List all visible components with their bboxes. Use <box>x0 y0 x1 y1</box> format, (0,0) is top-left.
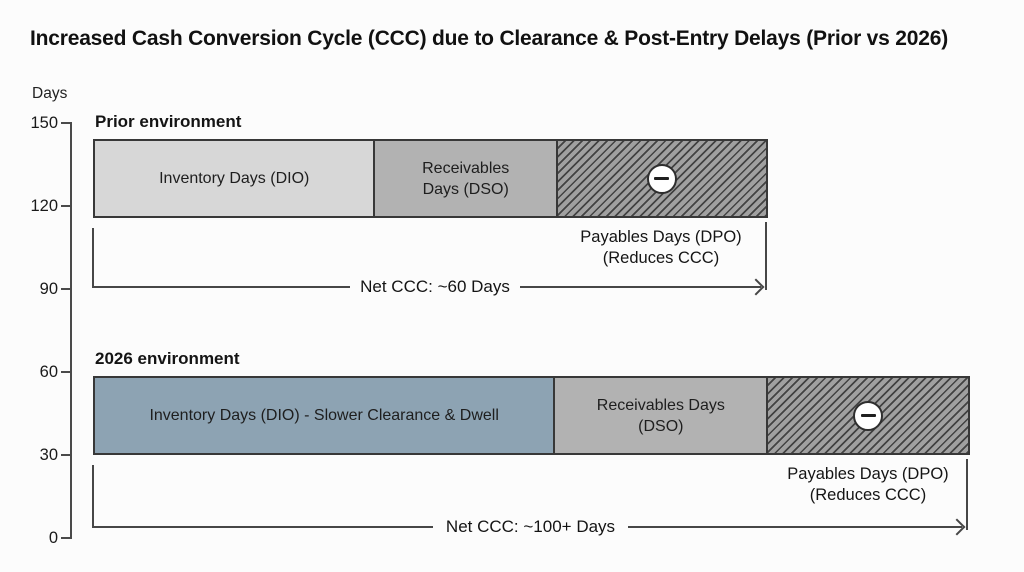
y-tick-label-30: 30 <box>39 446 58 464</box>
env-2026-segment-receivables-dso: Receivables Days (DSO) <box>553 378 767 453</box>
y-tick-label-60: 60 <box>39 363 58 381</box>
env-2026-bracket-right-line <box>966 459 968 530</box>
env-2026-arrowhead-icon <box>948 518 966 536</box>
env-2026-net-ccc-label: Net CCC: ~100+ Days <box>433 516 628 537</box>
minus-icon <box>853 400 884 431</box>
prior-bracket-left-line <box>92 228 94 288</box>
y-tick-mark <box>61 537 71 539</box>
env-2026-heading: 2026 environment <box>95 349 240 368</box>
prior-net-ccc-label: Net CCC: ~60 Days <box>350 276 520 297</box>
minus-icon <box>646 163 677 194</box>
y-tick-label-120: 120 <box>30 197 58 215</box>
prior-segment-inventory-dio: Inventory Days (DIO) <box>95 141 374 216</box>
prior-segment-receivables-dso: Receivables Days (DSO) <box>373 141 556 216</box>
y-tick-label-90: 90 <box>39 280 58 298</box>
env-2026-bracket-left-line <box>92 465 94 528</box>
env-2026-segment-payables-dpo <box>766 378 968 453</box>
env-2026-segment-inventory-dio-label: Inventory Days (DIO) - Slower Clearance … <box>149 407 499 424</box>
prior-environment-heading: Prior environment <box>95 112 242 131</box>
y-tick-label-0: 0 <box>48 529 58 547</box>
prior-environment-bar: Inventory Days (DIO) Receivables Days (D… <box>93 139 768 218</box>
prior-segment-inventory-dio-label: Inventory Days (DIO) <box>159 170 310 187</box>
prior-arrowhead-icon <box>747 278 765 296</box>
y-tick-mark <box>61 454 71 456</box>
prior-payables-label: Payables Days (DPO) (Reduces CCC) <box>580 228 742 267</box>
chart-title: Increased Cash Conversion Cycle (CCC) du… <box>30 27 948 50</box>
env-2026-segment-receivables-line2: (DSO) <box>638 417 684 435</box>
prior-segment-payables-dpo <box>555 141 766 216</box>
env-2026-payables-label: Payables Days (DPO) (Reduces CCC) <box>787 465 949 504</box>
y-tick-mark <box>61 205 71 207</box>
y-tick-mark <box>61 371 71 373</box>
env-2026-segment-receivables-line1: Receivables Days <box>596 396 725 414</box>
y-axis-line <box>70 122 72 539</box>
prior-segment-receivables-line1: Receivables <box>422 159 510 177</box>
prior-bracket-right-line <box>765 222 767 290</box>
y-tick-label-150: 150 <box>30 114 58 132</box>
y-tick-mark <box>61 122 71 124</box>
env-2026-bar: Inventory Days (DIO) - Slower Clearance … <box>93 376 970 455</box>
y-tick-mark <box>61 288 71 290</box>
env-2026-segment-inventory-dio: Inventory Days (DIO) - Slower Clearance … <box>95 378 554 453</box>
prior-segment-receivables-line2: Days (DSO) <box>422 180 509 198</box>
y-axis-title: Days <box>32 85 68 102</box>
